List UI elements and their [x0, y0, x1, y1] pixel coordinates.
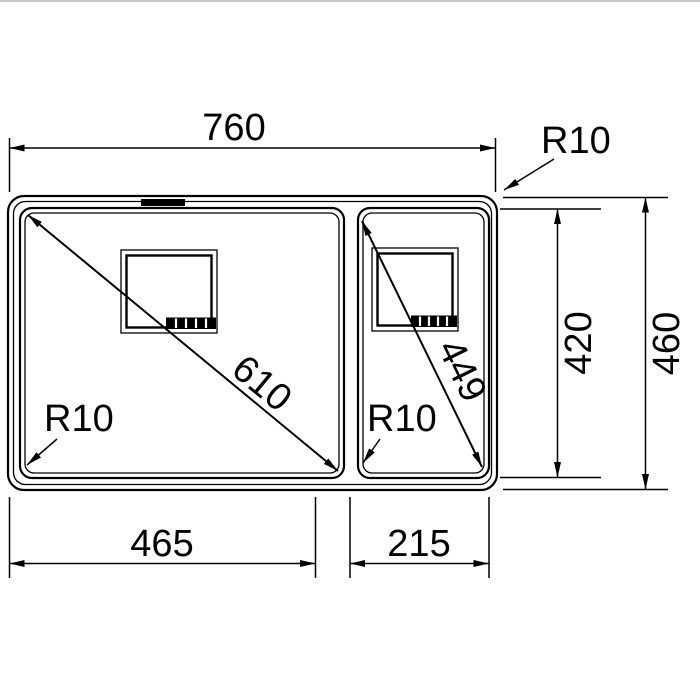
large-drain-grate [166, 317, 216, 329]
dim-outer-radius-label: R10 [541, 120, 611, 162]
dim-large-bowl-radius-label: R10 [44, 398, 114, 440]
large-bowl-inner-edge [24, 212, 340, 474]
dim-large-bowl-width: 465 [8, 497, 317, 578]
dim-overall-width-label: 760 [202, 107, 265, 149]
top-divider [0, 0, 700, 2]
dim-small-bowl-radius: R10 [362, 398, 437, 464]
sink-rim [12, 200, 493, 486]
large-drain-grate-icon [166, 317, 216, 329]
dim-bowl-depth-label: 420 [558, 311, 600, 374]
small-drain-grate-icon [411, 315, 457, 327]
dim-large-bowl-radius: R10 [26, 398, 114, 466]
small-bowl-drain [371, 247, 459, 332]
large-bowl-edge [18, 206, 346, 480]
dim-large-bowl-diagonal-label: 610 [224, 347, 300, 420]
small-drain-inner [376, 252, 454, 327]
sink-body [6, 194, 499, 492]
dim-overall-depth-label: 460 [646, 312, 688, 375]
diagonal-dimension-line [361, 220, 483, 468]
small-drain-grate [411, 315, 457, 327]
top-edge-mark [141, 199, 185, 206]
dim-small-bowl-diagonal-label: 449 [429, 333, 495, 408]
sink-outer-edge [6, 194, 499, 492]
large-drain-inner [125, 254, 213, 329]
dim-small-bowl-width: 215 [349, 497, 490, 578]
dim-small-bowl-width-label: 215 [387, 523, 450, 565]
leader-line [362, 438, 381, 464]
dim-large-bowl-width-label: 465 [130, 523, 193, 565]
leader-line [503, 158, 555, 191]
dim-overall-width: 760 [8, 107, 497, 192]
large-bowl-drain [120, 249, 218, 334]
dim-overall-depth: 460 [503, 196, 688, 491]
dim-outer-radius: R10 [503, 120, 611, 191]
small-bowl-edge [356, 206, 491, 480]
dim-small-bowl-radius-label: R10 [367, 398, 437, 440]
dim-bowl-depth: 420 [500, 208, 601, 479]
leader-line [26, 438, 58, 466]
diagonal-dimension-line [27, 214, 339, 472]
